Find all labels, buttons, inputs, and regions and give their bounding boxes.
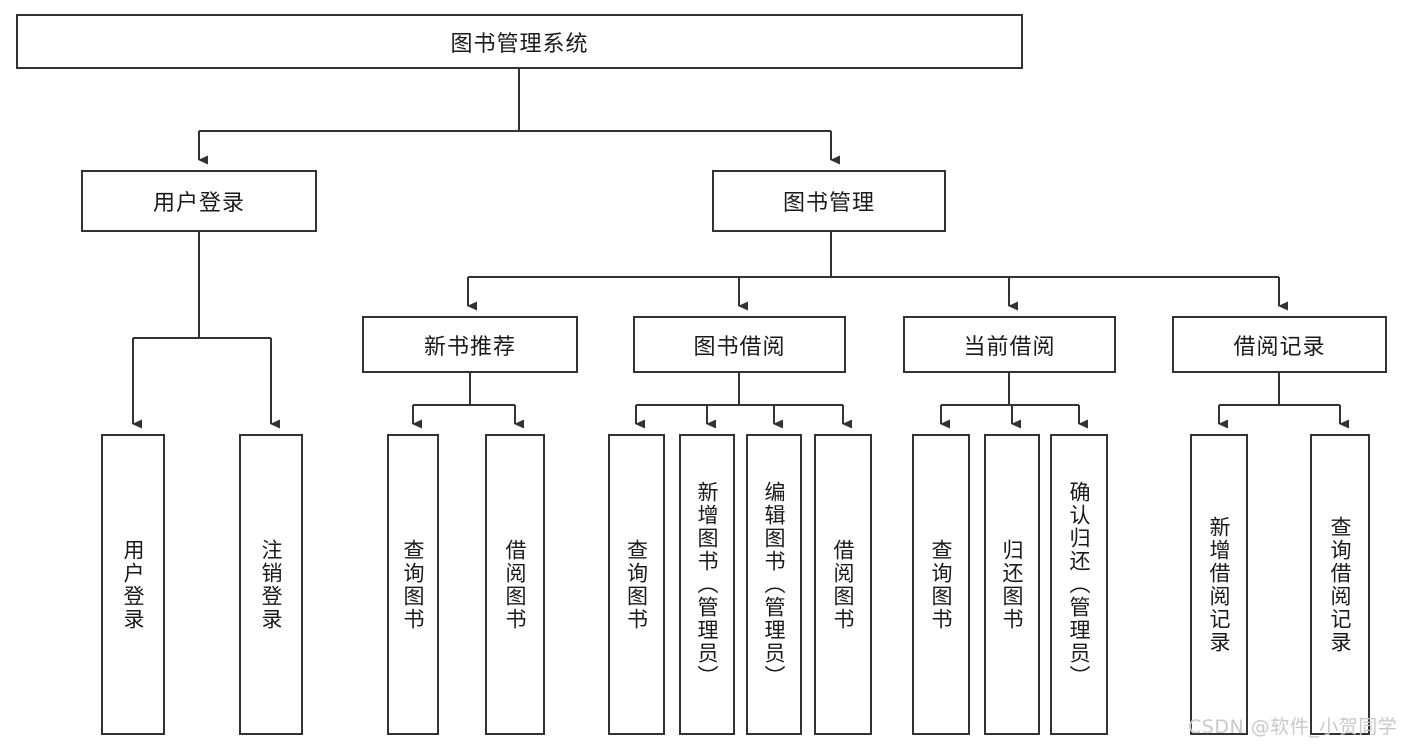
node-new-book-recommendation[interactable]: 新书推荐 (362, 316, 578, 373)
leaf-add-borrow-record[interactable]: 新增借阅记录 (1190, 434, 1248, 735)
leaf-return-book[interactable]: 归还图书 (984, 434, 1040, 735)
node-borrowing-records[interactable]: 借阅记录 (1172, 316, 1387, 373)
leaf-query-book-current[interactable]: 查询图书 (912, 434, 970, 735)
node-current-borrowing[interactable]: 当前借阅 (903, 316, 1116, 373)
leaf-borrow-book[interactable]: 借阅图书 (814, 434, 872, 735)
csdn-watermark: CSDN @软件_小贺同学 (1188, 716, 1398, 738)
node-user-login[interactable]: 用户登录 (81, 170, 317, 232)
leaf-edit-book-admin[interactable]: 编辑图书（管理员） (746, 434, 802, 735)
leaf-add-book-admin[interactable]: 新增图书（管理员） (679, 434, 735, 735)
node-root-book-management-system[interactable]: 图书管理系统 (16, 14, 1023, 69)
leaf-confirm-return-admin[interactable]: 确认归还（管理员） (1050, 434, 1108, 735)
leaf-borrow-book-newbook[interactable]: 借阅图书 (485, 434, 545, 735)
leaf-query-borrow-record[interactable]: 查询借阅记录 (1310, 434, 1370, 735)
node-book-management[interactable]: 图书管理 (712, 170, 946, 232)
leaf-logout[interactable]: 注销登录 (239, 434, 303, 735)
leaf-query-book-borrow[interactable]: 查询图书 (608, 434, 665, 735)
leaf-query-book-newbook[interactable]: 查询图书 (387, 434, 439, 735)
node-book-borrowing[interactable]: 图书借阅 (633, 316, 846, 373)
leaf-user-login[interactable]: 用户登录 (101, 434, 165, 735)
